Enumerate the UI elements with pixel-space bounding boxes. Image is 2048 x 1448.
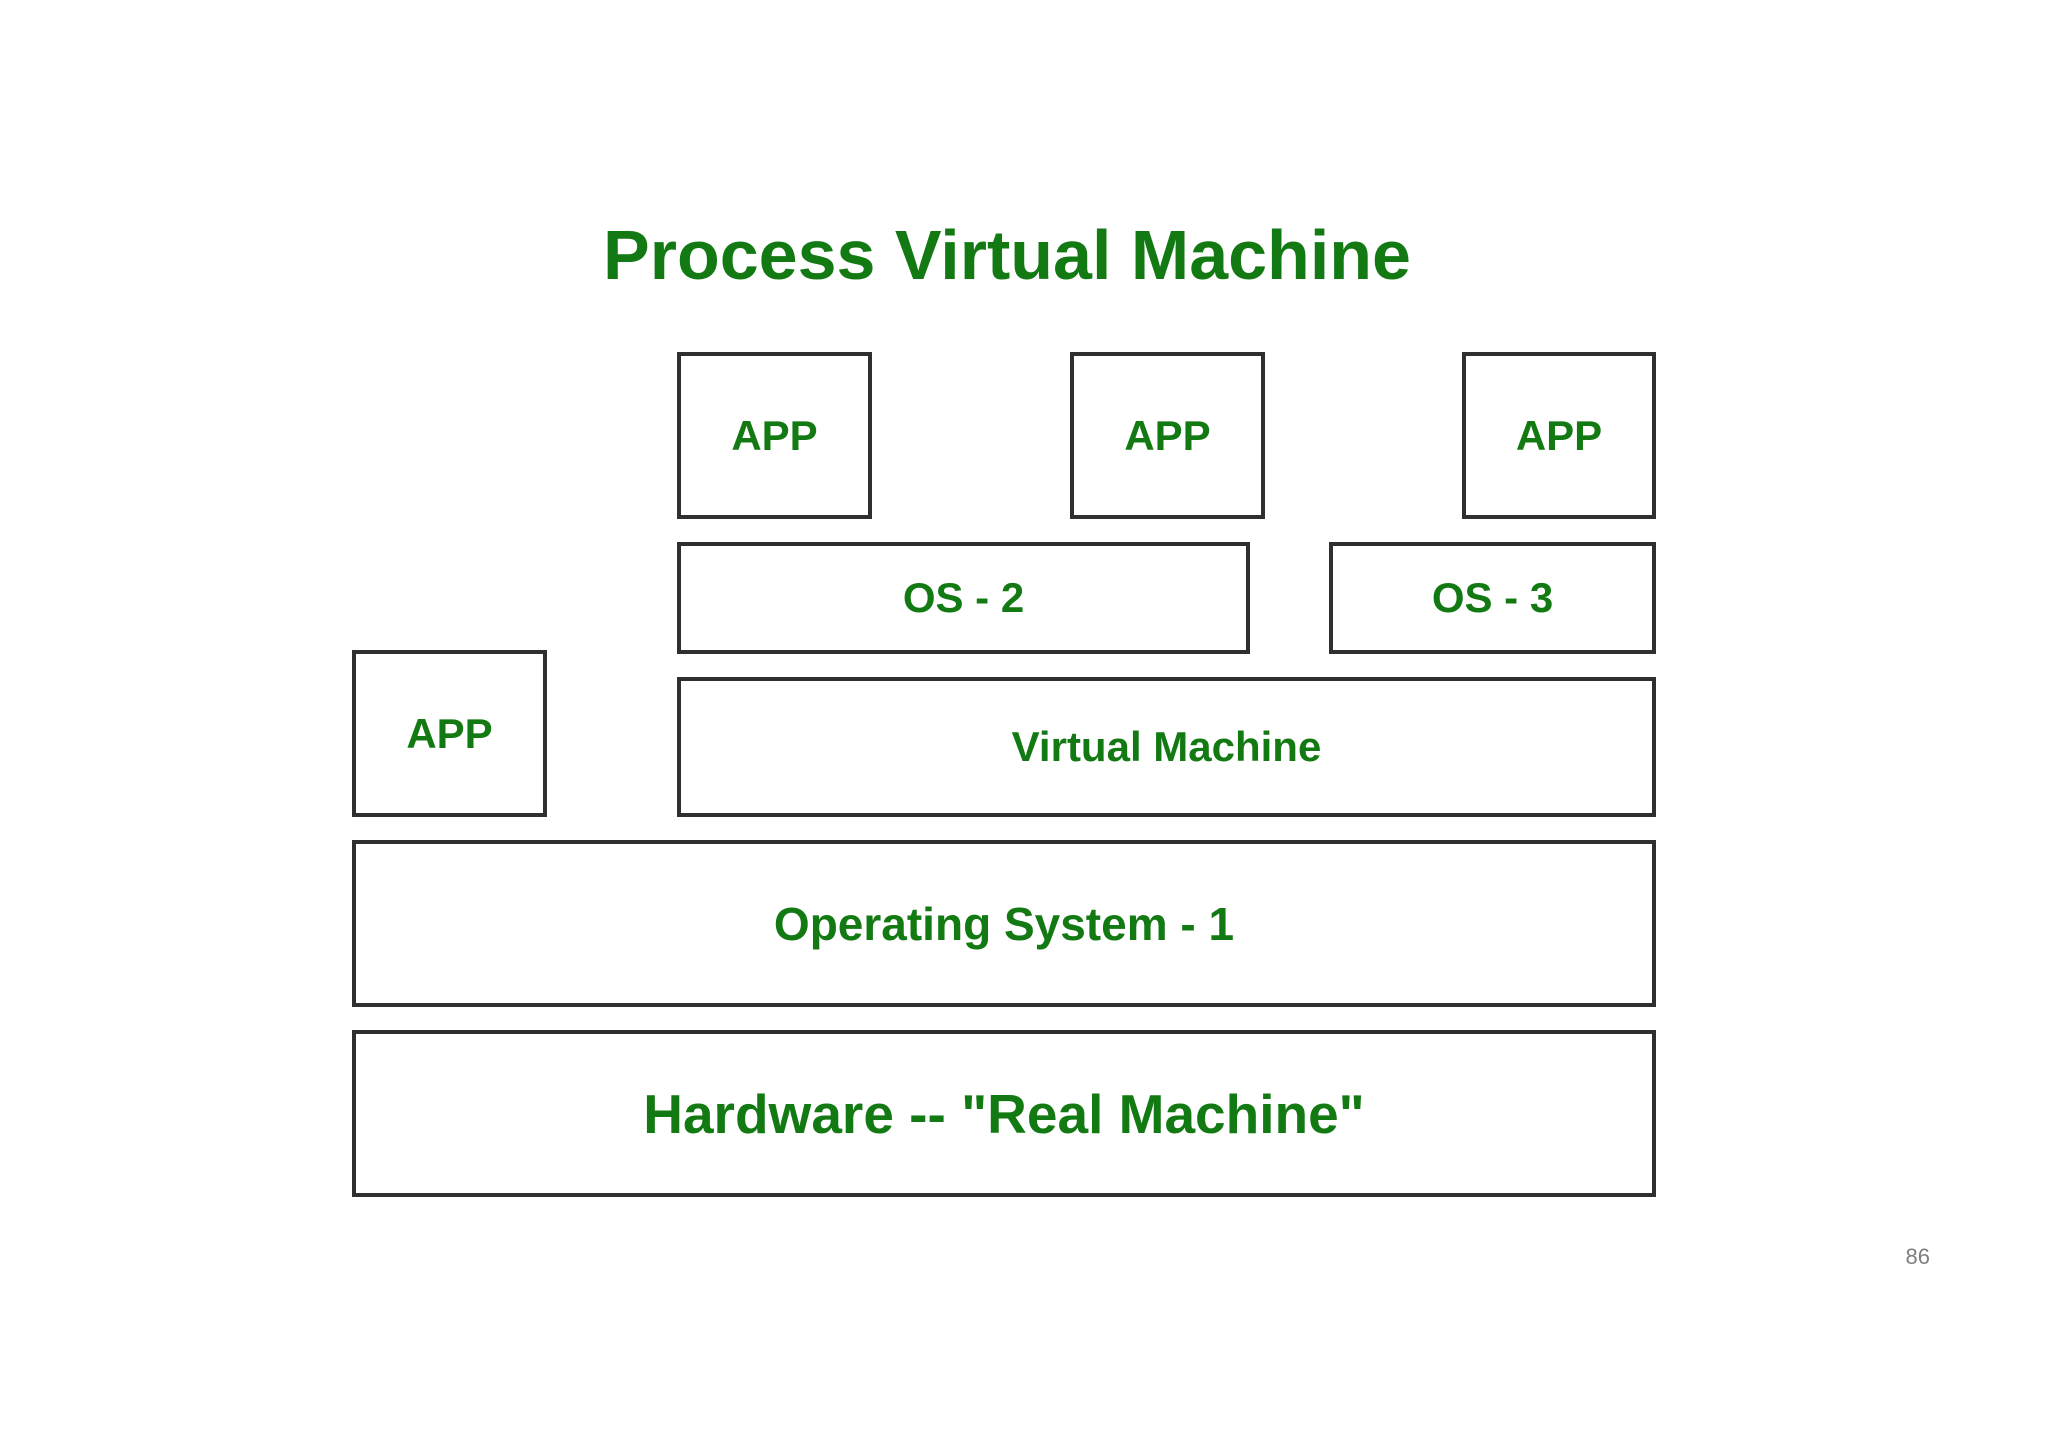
host-app-label: APP xyxy=(406,709,493,757)
app-label: APP xyxy=(731,411,818,459)
guest-os-2-box: OS - 2 xyxy=(677,542,1250,654)
app-label: APP xyxy=(1124,411,1211,459)
app-label: APP xyxy=(1515,411,1603,459)
guest-os-3-box: OS - 3 xyxy=(1329,542,1656,654)
virtual-machine-box: Virtual Machine xyxy=(677,677,1656,817)
hardware-label: Hardware -- "Real Machine" xyxy=(643,1082,1365,1145)
host-app-box: APP xyxy=(352,650,547,817)
host-os-label: Operating System - 1 xyxy=(773,897,1235,950)
page-number: 86 xyxy=(1905,1244,1930,1269)
hardware-box: Hardware -- "Real Machine" xyxy=(352,1030,1656,1197)
diagram-title: Process Virtual Machine xyxy=(603,216,1411,294)
guest-os-2-label: OS - 2 xyxy=(902,574,1025,621)
app-box-os3: APP xyxy=(1462,352,1656,519)
host-os-box: Operating System - 1 xyxy=(352,840,1656,1007)
app-box-os2: APP xyxy=(677,352,872,519)
guest-os-3-label: OS - 3 xyxy=(1431,574,1554,621)
app-box-os2-second: APP xyxy=(1070,352,1265,519)
virtual-machine-label: Virtual Machine xyxy=(1011,723,1322,770)
